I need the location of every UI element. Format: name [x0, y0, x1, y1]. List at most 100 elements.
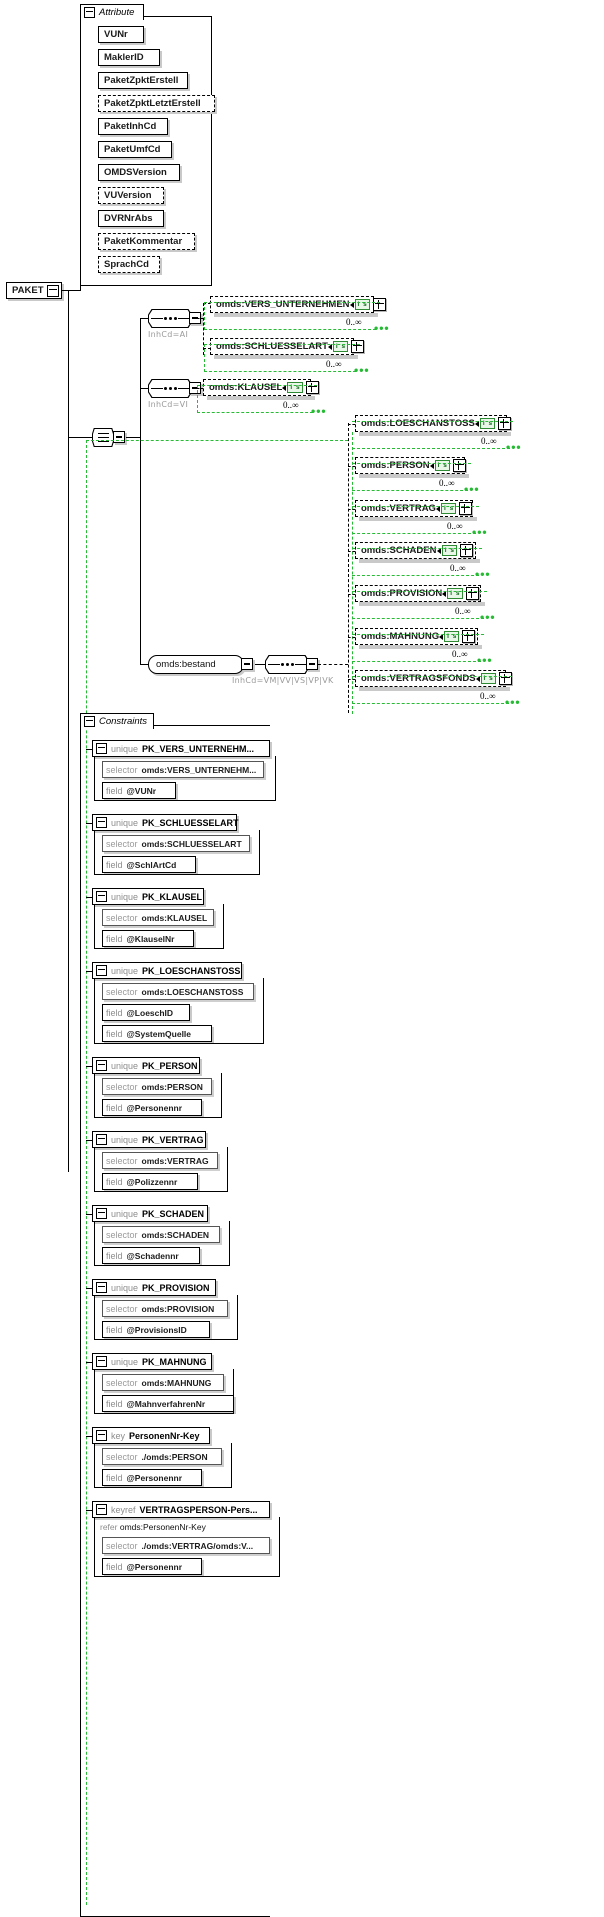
constraint-field[interactable]: field@ProvisionsID	[102, 1321, 210, 1338]
constraint-selector[interactable]: selector./omds:PERSON	[102, 1448, 222, 1465]
attribute-sprachcd[interactable]: SprachCd	[98, 256, 160, 273]
attribute-vunr[interactable]: VUNr	[98, 26, 144, 43]
sequence-bestand-compositor[interactable]	[265, 655, 309, 674]
paket-root-element[interactable]: PAKET	[6, 282, 62, 299]
collapse-minus-icon[interactable]	[96, 1060, 107, 1071]
choice-compositor[interactable]	[92, 428, 114, 447]
collapse-minus-icon[interactable]	[96, 965, 107, 976]
bestand-collapse-icon[interactable]	[241, 658, 253, 670]
collapse-minus-icon[interactable]	[96, 817, 107, 828]
expand-plus-icon[interactable]	[452, 459, 466, 472]
expand-plus-icon[interactable]	[372, 298, 386, 311]
constraint-name: PK_LOESCHANSTOSS	[142, 965, 241, 976]
constraint-selector[interactable]: selector./omds:VERTRAG/omds:V...	[102, 1537, 270, 1554]
expand-plus-icon[interactable]	[305, 381, 319, 394]
collapse-minus-icon[interactable]	[96, 1356, 107, 1367]
choice-collapse-icon[interactable]	[113, 431, 125, 443]
constraint-field[interactable]: field@LoeschID	[102, 1004, 190, 1021]
attribute-group-tab[interactable]: Attribute	[80, 4, 144, 20]
attribute-paketzpkterstell[interactable]: PaketZpktErstell	[98, 72, 188, 89]
constraint-name: PK_PERSON	[142, 1060, 198, 1071]
constraint-field[interactable]: field@Schadennr	[102, 1247, 200, 1264]
collapse-minus-icon[interactable]	[84, 7, 95, 18]
collapse-minus-icon[interactable]	[96, 1504, 107, 1515]
attribute-dvrnrabs[interactable]: DVRNrAbs	[98, 210, 164, 227]
constraint-kind: unique	[111, 817, 139, 828]
attribute-paketkommentar[interactable]: PaketKommentar	[98, 233, 195, 250]
attribute-maklerid[interactable]: MaklerID	[98, 49, 160, 66]
bestand-branch-dash	[348, 466, 355, 467]
collapse-minus-icon[interactable]	[96, 1430, 107, 1441]
constraint-field[interactable]: field@Personennr	[102, 1558, 202, 1575]
expand-plus-icon[interactable]	[351, 340, 365, 353]
sequence-vi-compositor[interactable]	[148, 379, 192, 398]
paket-collapse-icon[interactable]	[47, 284, 59, 297]
bestand-element[interactable]: omds:bestand	[148, 655, 244, 674]
bestand-label: omds:bestand	[156, 659, 216, 670]
seq-vi-in	[140, 388, 148, 389]
expand-plus-icon[interactable]	[498, 417, 512, 430]
element-shadow	[214, 313, 378, 317]
expand-plus-icon[interactable]	[459, 502, 473, 515]
sequence-ai-compositor[interactable]	[148, 309, 192, 328]
attribute-vuversion[interactable]: VUVersion	[98, 187, 164, 204]
constraint-field[interactable]: field@Polizzennr	[102, 1173, 198, 1190]
constraint-field[interactable]: field@Personennr	[102, 1469, 202, 1486]
constraint-field[interactable]: field@SystemQuelle	[102, 1025, 212, 1042]
expand-plus-icon[interactable]	[498, 672, 512, 685]
attribute-label: SprachCd	[104, 259, 149, 270]
constraint-field[interactable]: field@Personennr	[102, 1099, 202, 1116]
constraint-kind: unique	[111, 743, 139, 754]
attribute-paketinhcd[interactable]: PaketInhCd	[98, 118, 168, 135]
collapse-minus-icon[interactable]	[96, 1134, 107, 1145]
constraint-field[interactable]: field@KlauselNr	[102, 930, 194, 947]
type-badge-icon: i s	[447, 588, 463, 599]
attribute-paketzpktletzterstell[interactable]: PaketZpktLetztErstell	[98, 95, 215, 112]
collapse-minus-icon[interactable]	[84, 716, 95, 727]
collapse-minus-icon[interactable]	[96, 743, 107, 754]
expand-plus-icon[interactable]	[465, 587, 479, 600]
collapse-minus-icon[interactable]	[96, 891, 107, 902]
expand-plus-icon[interactable]	[460, 544, 473, 557]
constraint-field[interactable]: field@SchlArtCd	[102, 856, 196, 873]
constraint-subframe	[94, 1443, 232, 1488]
constraints-group-tab[interactable]: Constraints	[80, 713, 154, 729]
attribute-paketumfcd[interactable]: PaketUmfCd	[98, 141, 172, 158]
collapse-minus-icon[interactable]	[96, 1208, 107, 1219]
collapse-minus-icon[interactable]	[96, 1282, 107, 1293]
constraint-field[interactable]: field@VUNr	[102, 782, 176, 799]
expand-plus-icon[interactable]	[462, 630, 476, 643]
sequence-bestand-collapse-icon[interactable]	[306, 658, 318, 670]
attribute-omdsversion[interactable]: OMDSVersion	[98, 164, 180, 181]
